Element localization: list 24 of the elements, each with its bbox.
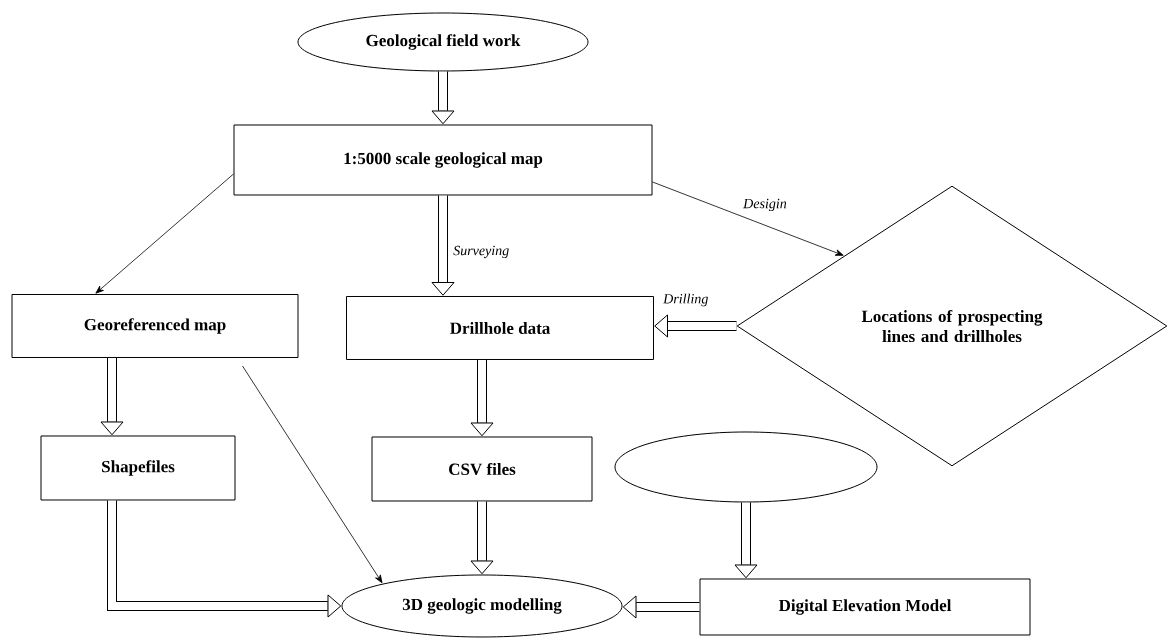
oval-node: 3D geologic modelling: [341, 574, 623, 638]
process-box: Digital Elevation Model: [699, 578, 1031, 636]
arrow: [100, 358, 124, 436]
arrow: [431, 71, 455, 125]
edge-label: Drilling: [662, 292, 710, 308]
oval-node: Geological field work: [297, 12, 589, 72]
arrow: [107, 500, 342, 618]
arrow: [654, 314, 737, 338]
process-box: 1:5000 scale geological map: [233, 124, 653, 196]
arrow: [652, 181, 844, 256]
edge-label: Surveying: [452, 244, 511, 260]
process-box: Georeferenced map: [11, 294, 299, 358]
arrow: [431, 195, 455, 296]
process-box: Shapefiles: [40, 435, 236, 501]
arrow: [470, 360, 494, 437]
oval-node: [614, 431, 878, 503]
process-box: CSV files: [371, 436, 593, 502]
arrow: [734, 502, 758, 579]
process-box: Drillhole data: [346, 296, 654, 360]
arrow: [242, 365, 383, 584]
arrow: [95, 173, 234, 294]
arrow: [622, 595, 700, 619]
arrow: [470, 501, 494, 575]
edge-label: Desigin: [742, 197, 788, 213]
